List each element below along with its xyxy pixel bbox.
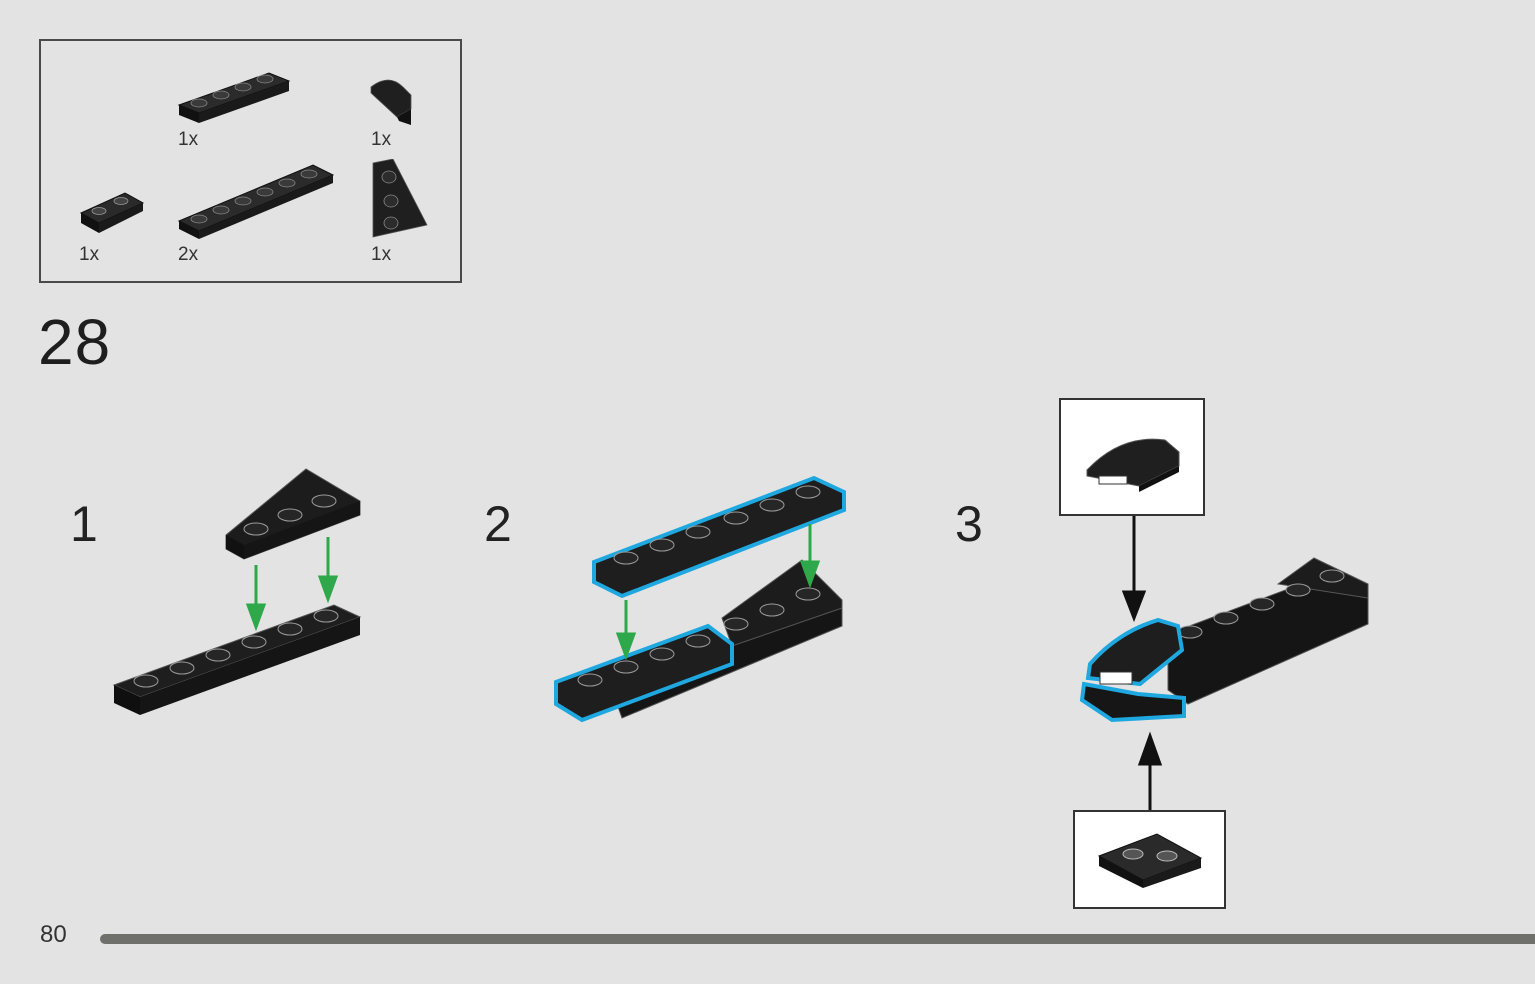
substep-2-illustration xyxy=(554,475,846,723)
wedge-plate-icon xyxy=(372,159,428,238)
page-number: 80 xyxy=(40,921,67,948)
plate-1x4-icon xyxy=(177,72,291,123)
qty-plate-inverted: 1x xyxy=(79,244,100,265)
substep-2-number: 2 xyxy=(484,496,512,552)
qty-plate-1x6: 2x xyxy=(178,244,199,265)
qty-wedge-plate: 1x xyxy=(371,244,392,265)
plate-1x6-icon xyxy=(177,164,335,239)
substep-1-number: 1 xyxy=(70,496,98,552)
slope-curved-icon xyxy=(370,79,412,125)
substep-3-illustration xyxy=(1079,516,1369,810)
slope-curved-icon xyxy=(1086,438,1180,492)
substep-3-number: 3 xyxy=(955,496,983,552)
plate-inverted-1x2-icon xyxy=(1097,833,1203,888)
step-number: 28 xyxy=(38,306,112,378)
parts-list-box: 1x 1x 1x 2x 1x xyxy=(39,39,462,283)
substep-1-illustration xyxy=(112,468,362,715)
substep-3-top-callout xyxy=(1059,398,1205,516)
qty-plate-1x4: 1x xyxy=(178,129,199,150)
plate-inverted-1x2-icon xyxy=(79,192,145,233)
qty-slope-curved: 1x xyxy=(371,129,392,150)
progress-bar xyxy=(100,934,1535,944)
substep-3-bottom-callout xyxy=(1073,810,1226,909)
